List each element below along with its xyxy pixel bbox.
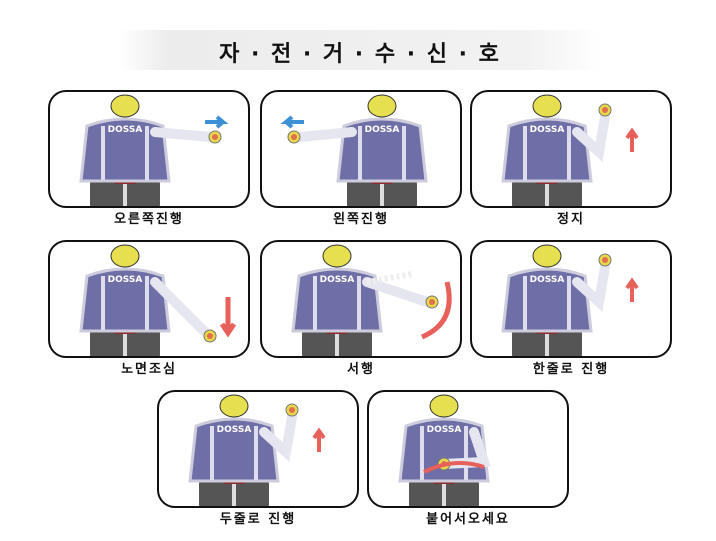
svg-text:DOSSA: DOSSA xyxy=(427,425,462,435)
signal-caption: 붙어서오세요 xyxy=(426,512,510,527)
signal-panel-left-arm: DOSSA xyxy=(260,90,462,208)
direction-arrow-icon xyxy=(219,297,237,338)
direction-arrow-icon xyxy=(312,427,326,452)
cyclist-figure: DOSSA xyxy=(398,394,490,506)
direction-arrow-icon xyxy=(423,461,485,474)
cyclist-figure: DOSSA xyxy=(79,94,171,206)
cyclist-illustration: DOSSA xyxy=(79,94,229,206)
signal-arm xyxy=(287,127,357,144)
svg-text:DOSSA: DOSSA xyxy=(530,125,565,135)
signal-caption: 노면조심 xyxy=(121,362,177,377)
signal-caption: 왼쪽진행 xyxy=(333,212,389,227)
direction-arrow-icon xyxy=(280,115,304,129)
cyclist-illustration: DOSSA xyxy=(398,394,491,506)
title-band: 자 · 전 · 거 · 수 · 신 · 호 xyxy=(120,30,600,70)
signal-caption: 오른쪽진행 xyxy=(114,212,184,227)
cyclist-figure: DOSSA xyxy=(501,94,593,206)
signal-caption: 두줄로 진행 xyxy=(219,512,297,527)
signal-arm xyxy=(572,103,612,162)
signal-caption: 서행 xyxy=(347,362,375,377)
svg-text:DOSSA: DOSSA xyxy=(108,125,143,135)
signal-panel-palm-up: DOSSA xyxy=(470,90,672,208)
signal-panel-one-finger: DOSSA xyxy=(470,240,672,358)
cyclist-illustration: DOSSA xyxy=(280,94,428,206)
cyclist-figure: DOSSA xyxy=(501,244,593,356)
svg-text:DOSSA: DOSSA xyxy=(320,275,355,285)
signal-arm xyxy=(259,403,299,462)
cyclist-illustration: DOSSA xyxy=(291,244,452,356)
cyclist-illustration: DOSSA xyxy=(79,244,237,356)
signal-caption: 한줄로 진행 xyxy=(532,362,610,377)
signal-panel-hand-back: DOSSA xyxy=(367,390,569,508)
signal-panel-arm-down: DOSSA xyxy=(48,240,250,358)
cyclist-illustration: DOSSA xyxy=(501,244,639,356)
svg-text:DOSSA: DOSSA xyxy=(108,275,143,285)
signal-arm xyxy=(362,271,439,309)
cyclist-figure: DOSSA xyxy=(79,244,171,356)
signal-panel-arm-wave: DOSSA xyxy=(260,240,462,358)
signal-panel-right-arm: DOSSA xyxy=(48,90,250,208)
cyclist-figure: DOSSA xyxy=(336,94,428,206)
cyclist-figure: DOSSA xyxy=(188,394,280,506)
direction-arrow-icon xyxy=(625,277,639,302)
signal-caption: 정지 xyxy=(557,212,585,227)
signal-panel-two-fingers: DOSSA xyxy=(157,390,359,508)
svg-text:DOSSA: DOSSA xyxy=(530,275,565,285)
cyclist-illustration: DOSSA xyxy=(188,394,326,506)
cyclist-illustration: DOSSA xyxy=(501,94,639,206)
signal-arm xyxy=(572,253,612,312)
signal-arm xyxy=(150,127,222,144)
direction-arrow-icon xyxy=(205,115,229,129)
svg-text:DOSSA: DOSSA xyxy=(217,425,252,435)
direction-arrow-icon xyxy=(625,127,639,152)
svg-text:DOSSA: DOSSA xyxy=(365,125,400,135)
signal-arm xyxy=(150,277,217,343)
direction-arrow-icon xyxy=(420,281,452,340)
page-title: 자 · 전 · 거 · 수 · 신 · 호 xyxy=(219,42,501,67)
cyclist-figure: DOSSA xyxy=(291,244,383,356)
